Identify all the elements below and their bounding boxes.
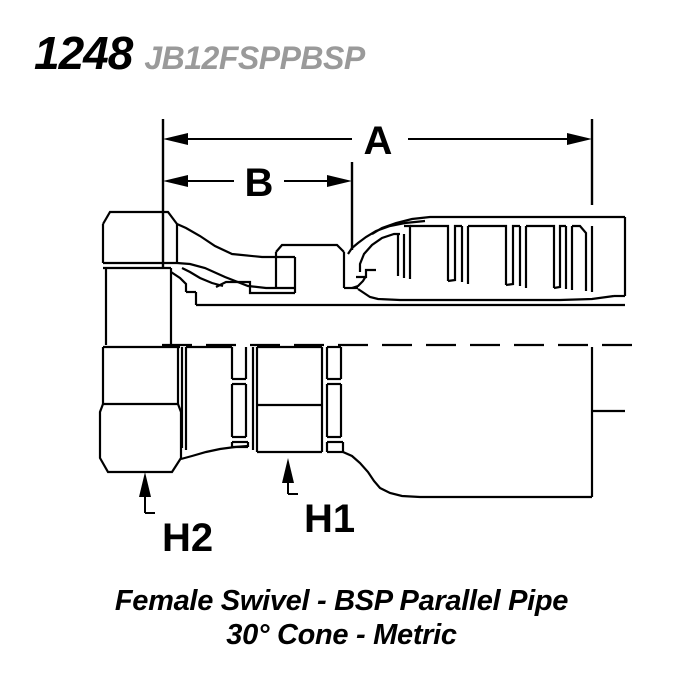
hex-h2-callout: H2 (139, 472, 213, 560)
hex-h1-callout: H1 (282, 458, 355, 541)
cone-seat-step (215, 280, 295, 295)
body-to-stem-curve (347, 219, 426, 255)
stem-lower-step-b (356, 268, 376, 279)
caption-line-2: 30° Cone - Metric (226, 619, 457, 651)
barb-end-chamfer (572, 224, 588, 291)
barb-outer-rail (371, 215, 625, 235)
nut-hex-lower-outline (98, 403, 183, 474)
ferrule-lower-curve (342, 450, 592, 499)
stem-lower-step-a (351, 275, 367, 290)
h2-arrowhead (139, 472, 151, 497)
swivel-nut-top-chamfer (102, 210, 178, 225)
hex-h2-label: H2 (162, 516, 213, 560)
part-caption: Female Swivel - BSP Parallel Pipe 30° Co… (0, 584, 683, 652)
barb-valley-1 (447, 224, 462, 283)
barb-ridge-3 (518, 226, 528, 288)
caption-line-1: Female Swivel - BSP Parallel Pipe (114, 585, 569, 617)
barb-ridge-2 (460, 226, 470, 284)
ferrule-lower-edge (357, 288, 615, 302)
barb-ridge-4 (564, 226, 574, 290)
nut-lower-chamfer (170, 271, 188, 292)
hex-h1-label: H1 (304, 497, 355, 541)
nut-shoulder-taper (176, 222, 295, 259)
part-number: 1248 (34, 27, 133, 79)
dimension-b-label: B (245, 161, 274, 205)
arrowhead-a-left (163, 133, 188, 145)
dimension-extension-lines (161, 119, 594, 268)
dimension-a-label: A (364, 119, 393, 163)
barb-nose-bulge (358, 232, 400, 272)
dimension-a: A (163, 119, 592, 163)
h1-arrowhead (282, 458, 294, 483)
arrowhead-b-right (327, 175, 352, 187)
fitting-upper-section (101, 210, 627, 345)
part-code: JB12FSPPBSP (144, 40, 365, 76)
barb-tooth-1 (410, 224, 450, 281)
body-band-top (275, 243, 345, 253)
fitting-lower-view (98, 345, 625, 499)
dimension-b: B (163, 161, 352, 205)
arrowhead-b-left (163, 175, 188, 187)
nut-seat-taper-lower (176, 261, 295, 290)
barb-valley-3 (553, 224, 566, 290)
barb-valley-2 (505, 224, 520, 287)
nut-internal-taper (181, 267, 224, 288)
barb-tooth-2 (468, 224, 508, 285)
part-header: 1248 JB12FSPPBSP (0, 26, 683, 80)
barb-ridge-1 (396, 234, 406, 278)
arrowhead-a-right (567, 133, 592, 145)
barb-tooth-3 (526, 224, 556, 288)
